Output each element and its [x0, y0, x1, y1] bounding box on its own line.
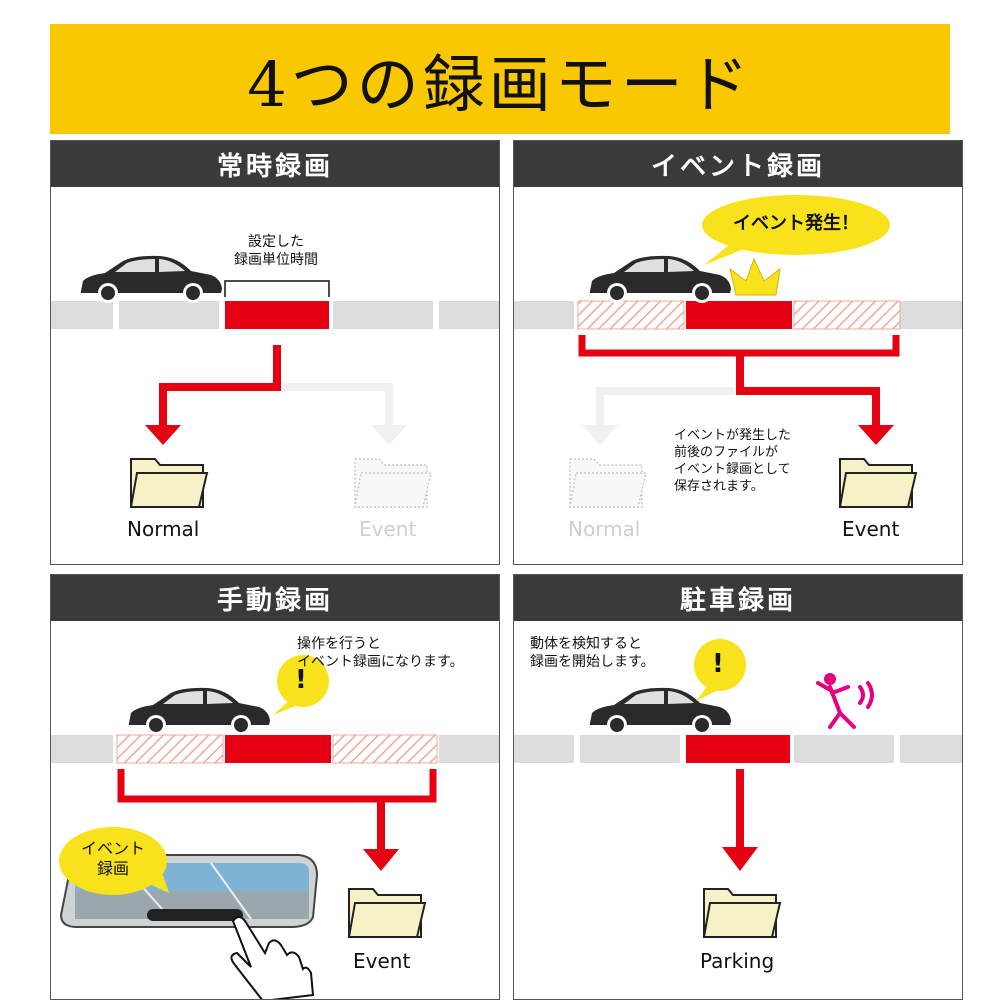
road: [51, 301, 499, 329]
event-segment: [225, 735, 331, 763]
exclamation-bubble: [273, 655, 329, 715]
label-normal: Normal: [127, 517, 200, 541]
event-note: イベントが発生した 前後のファイルが イベント録画として 保存されます。: [674, 428, 792, 494]
faded-folder-icon: [569, 458, 647, 508]
manual-note: 操作を行うと イベント録画になります。: [297, 636, 464, 670]
arrow-head-icon: [363, 849, 399, 871]
faded-folder-icon: [354, 458, 432, 508]
car-icon: [129, 687, 270, 735]
bracket-line: [117, 769, 437, 803]
road: [51, 735, 499, 763]
arrow-head-icon: [722, 847, 758, 871]
folder-icon: [130, 458, 208, 508]
folder-icon: [839, 458, 917, 508]
manual-diagram: [51, 655, 499, 999]
mirror-bubble: [59, 827, 169, 895]
panel-parking-recording: 駐車録画 動体を検知すると 録画を開始します。 ! Parking: [513, 574, 963, 1000]
folder-icon: [348, 888, 426, 938]
segment-bracket: [224, 280, 330, 297]
arrow-head-icon: [858, 425, 894, 445]
impact-icon: [729, 257, 781, 296]
car-icon: [81, 255, 222, 303]
normal-diagram: [51, 255, 499, 508]
recording-segment: [686, 735, 790, 763]
panel-header: 常時録画: [51, 141, 499, 187]
arrow-to-event: [736, 353, 880, 431]
bubble-text: イベント発生！: [733, 213, 859, 234]
mirror-bubble-text: イベント 録画: [80, 839, 145, 878]
folder-icon: [703, 888, 781, 938]
recording-segment: [225, 301, 329, 329]
car-icon: [590, 687, 731, 735]
post-event-segment: [332, 734, 438, 764]
segment-note: 設定した 録画単位時間: [234, 234, 318, 268]
label-parking: Parking: [700, 949, 775, 973]
road: [514, 301, 962, 329]
exclamation-mark: !: [712, 649, 724, 679]
event-segment: [686, 301, 792, 329]
pre-event-segment: [116, 734, 224, 764]
event-diagram: [514, 195, 962, 508]
title-banner: 4つの録画モード: [50, 24, 950, 134]
exclamation-bubble: [694, 639, 746, 701]
page-title: 4つの録画モード: [247, 48, 753, 121]
faded-arrow-head-icon: [582, 425, 618, 445]
bracket-line: [578, 335, 900, 357]
road: [514, 735, 962, 763]
panel-normal-recording: 常時録画 設定した 録画単位時間 Normal Event: [50, 140, 500, 565]
post-event-segment: [793, 300, 901, 330]
speech-bubble: [702, 195, 890, 265]
label-event-faded: Event: [359, 517, 417, 541]
panel-header: 手動録画: [51, 575, 499, 621]
exclamation-mark: !: [295, 665, 307, 695]
hand-icon: [230, 916, 315, 999]
moving-person-icon: [816, 673, 874, 729]
label-normal-faded: Normal: [568, 517, 641, 541]
panel-event-recording: イベント録画 イベント発生！ イベントが発生した 前後のファイルが イベント録画…: [513, 140, 963, 565]
panel-header: 駐車録画: [514, 575, 962, 621]
parking-diagram: [514, 639, 962, 938]
label-event: Event: [353, 949, 411, 973]
panel-header: イベント録画: [514, 141, 962, 187]
pre-event-segment: [577, 300, 685, 330]
car-icon: [590, 255, 731, 303]
panel-manual-recording: 手動録画 操作を行うと イベント録画になります。 ! イベント 録画 Event: [50, 574, 500, 1000]
faded-arrow-head-icon: [371, 425, 407, 445]
arrow-head-icon: [145, 425, 181, 445]
faded-arrow: [596, 387, 734, 429]
arrow-to-normal: [159, 345, 281, 431]
label-event: Event: [842, 517, 900, 541]
faded-arrow: [283, 383, 393, 429]
parking-note: 動体を検知すると 録画を開始します。: [530, 636, 655, 670]
